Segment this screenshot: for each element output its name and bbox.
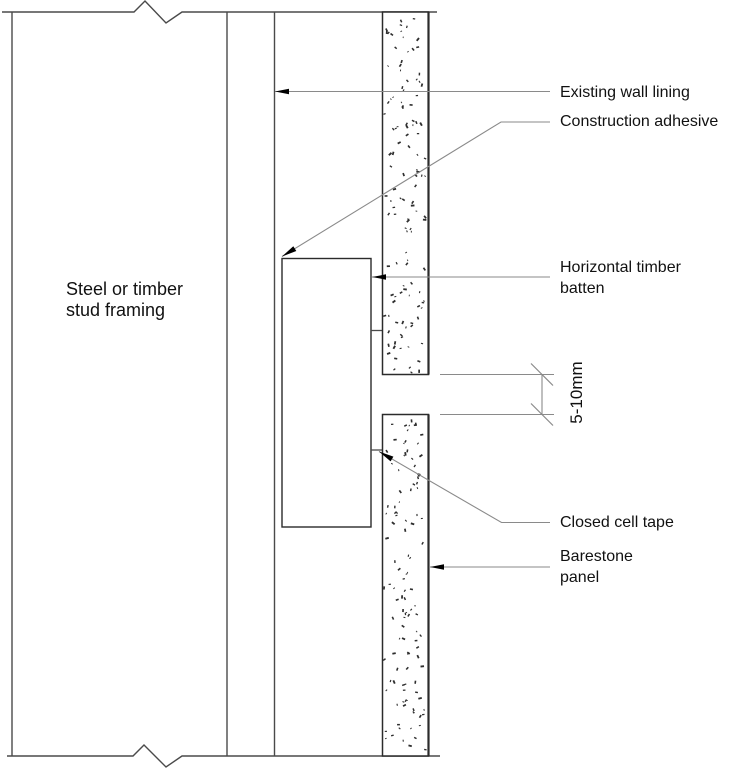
label-joint-dimension: 5-10mm [567, 361, 586, 424]
leader-closed-cell-tape [378, 451, 550, 524]
leader-construction-adhesive [281, 121, 550, 257]
label-existing-wall-lining: Existing wall lining [560, 84, 690, 101]
dimension-tick-lower [530, 403, 554, 426]
label-horizontal-timber-batten-line1: Horizontal timber [560, 259, 681, 276]
arrow-closed-cell-tape-icon [379, 451, 394, 462]
top-break-line [2, 0, 437, 24]
batten-rect [281, 257, 372, 528]
label-stud-framing-line2: stud framing [66, 300, 166, 320]
label-barestone-panel: Barestone panel [560, 546, 633, 588]
arrow-existing-wall-lining-icon [275, 88, 289, 95]
panel-stipple-lower [382, 419, 427, 751]
panel-stipple-upper [383, 18, 427, 374]
arrow-horizontal-timber-batten-icon [372, 274, 386, 280]
label-stud-framing-line1: Steel or timber [66, 279, 184, 299]
label-closed-cell-tape: Closed cell tape [560, 514, 674, 531]
panel-upper-rect [381, 11, 430, 376]
bottom-break-line [7, 744, 440, 768]
label-horizontal-timber-batten: Horizontal timber batten [560, 257, 681, 299]
label-construction-adhesive: Construction adhesive [560, 113, 719, 130]
label-stud-framing: Steel or timber stud framing [66, 279, 183, 321]
arrow-construction-adhesive-icon [282, 246, 297, 257]
dimension-tick-upper [530, 363, 554, 386]
label-horizontal-timber-batten-line2: batten [560, 280, 605, 297]
arrow-barestone-panel-icon [430, 564, 444, 570]
label-barestone-panel-line2: panel [560, 569, 600, 586]
label-barestone-panel-line1: Barestone [560, 548, 633, 565]
